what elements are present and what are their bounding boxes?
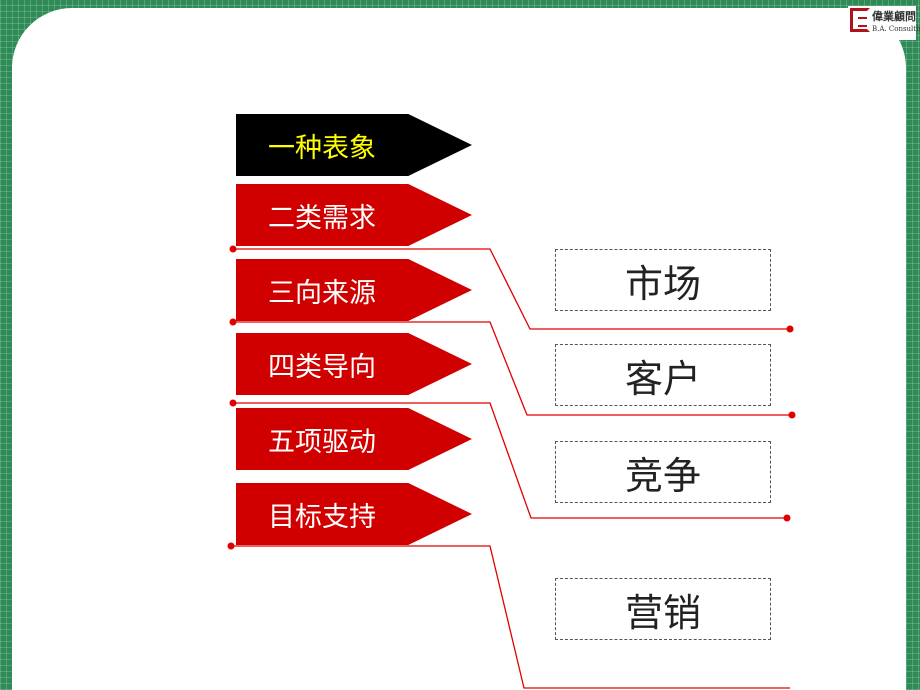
box-competition: 竞争 (555, 441, 771, 503)
arrow-label: 四类导向 (268, 351, 376, 383)
logo-name-en: B.A. Consulting (872, 25, 920, 33)
connector-dot (786, 325, 794, 333)
page-number: 3 (880, 662, 892, 683)
connector-dot (227, 542, 235, 550)
arrow-label: 五项驱动 (268, 426, 376, 458)
box-marketing: 营销 (555, 578, 771, 640)
box-customer: 客户 (555, 344, 771, 406)
slide-canvas (12, 8, 906, 690)
company-logo: 偉業顧問 B.A. Consulting (848, 6, 920, 40)
connector-line (233, 402, 787, 519)
connector-line (233, 321, 792, 416)
connector-dot (788, 411, 796, 419)
connector-dot (229, 245, 237, 253)
connector-dot (783, 514, 791, 522)
arrow-label: 目标支持 (268, 501, 376, 533)
arrow-label: 三向来源 (268, 277, 376, 309)
connector-line (231, 545, 790, 689)
box-market: 市场 (555, 249, 771, 311)
connector-dot (229, 318, 237, 326)
arrow-label: 二类需求 (268, 202, 376, 234)
logo-name-cn: 偉業顧問 (872, 10, 916, 23)
connector-dot (229, 399, 237, 407)
logo-mark-icon (850, 8, 870, 32)
connector-line (233, 248, 790, 330)
arrow-label: 一种表象 (268, 132, 376, 164)
